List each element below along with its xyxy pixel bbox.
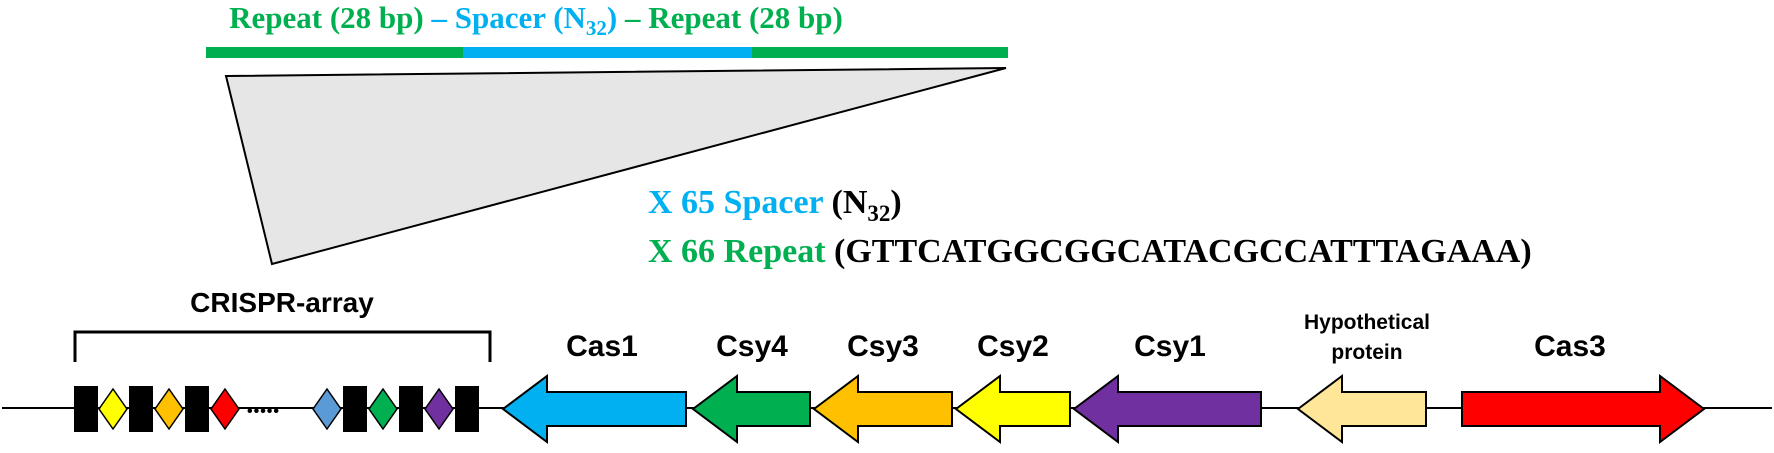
gene-arrow-cas3	[1461, 374, 1706, 444]
crispr-array-bracket	[73, 330, 492, 362]
gene-label-cas1: Cas1	[566, 330, 638, 363]
spacer-count-close: )	[890, 184, 901, 221]
spacer-count-line: X 65 Spacer (N32)	[648, 184, 902, 226]
repeat-count-label: X 66 Repeat	[648, 233, 826, 270]
repeat-count-detail: (GTTCATGGCGGCATACGCCATTTAGAAA)	[826, 233, 1532, 270]
header-dash-2: –	[617, 0, 648, 35]
repeat-block	[455, 386, 479, 432]
gene-label-hypothetical: Hypothetical	[1304, 311, 1430, 334]
repeat-block	[74, 386, 98, 432]
spacer-diamond-green	[368, 387, 398, 431]
spacer-diamond-red	[210, 387, 240, 431]
zoom-triangle	[224, 67, 1007, 266]
gene-arrow-csy1	[1072, 374, 1262, 444]
array-ellipsis: •••••	[247, 403, 280, 420]
gene-arrow-csy4	[691, 374, 811, 444]
gene-label-csy4: Csy4	[716, 330, 788, 363]
gene-arrow-csy3	[812, 374, 953, 444]
repeat-block	[399, 386, 423, 432]
gene-label-cas3: Cas3	[1534, 330, 1606, 363]
header-repeat-2: Repeat (28 bp)	[648, 0, 843, 35]
gene-label-csy1: Csy1	[1134, 330, 1206, 363]
crispr-array-label: CRISPR-array	[190, 287, 374, 318]
header-dash-1: –	[424, 0, 455, 35]
gene-arrow-csy2	[954, 374, 1071, 444]
gene-label-csy3: Csy3	[847, 330, 919, 363]
gene-arrow-hypothetical-protein	[1296, 374, 1427, 444]
crispr-array: •••••	[74, 386, 479, 432]
spacer-count-label: X 65 Spacer	[648, 184, 824, 221]
repeat-block	[185, 386, 209, 432]
spacer-diamond-orange	[154, 387, 184, 431]
header-label: Repeat (28 bp) – Spacer (N32) – Repeat (…	[229, 0, 843, 40]
repeat-count-line: X 66 Repeat (GTTCATGGCGGCATACGCCATTTAGAA…	[648, 233, 1532, 270]
spacer-diamond-yellow	[98, 387, 128, 431]
spacer-count-sub: 32	[867, 201, 890, 226]
repeat-bar-left	[206, 47, 463, 58]
repeat-bar-right	[752, 47, 1008, 58]
header-repeat-1: Repeat (28 bp)	[229, 0, 424, 35]
header-spacer: Spacer (N	[455, 0, 586, 35]
gene-label-csy2: Csy2	[977, 330, 1049, 363]
spacer-count-detail: (N	[823, 184, 868, 221]
header-spacer-sub: 32	[586, 16, 607, 40]
spacer-diamond-blue	[312, 387, 342, 431]
gene-arrow-cas1	[501, 374, 687, 444]
spacer-bar	[463, 47, 752, 58]
repeat-block	[343, 386, 367, 432]
repeat-block	[129, 386, 153, 432]
spacer-diamond-purple	[424, 387, 454, 431]
header-spacer-close: )	[607, 0, 617, 35]
gene-label-protein: protein	[1331, 341, 1402, 364]
